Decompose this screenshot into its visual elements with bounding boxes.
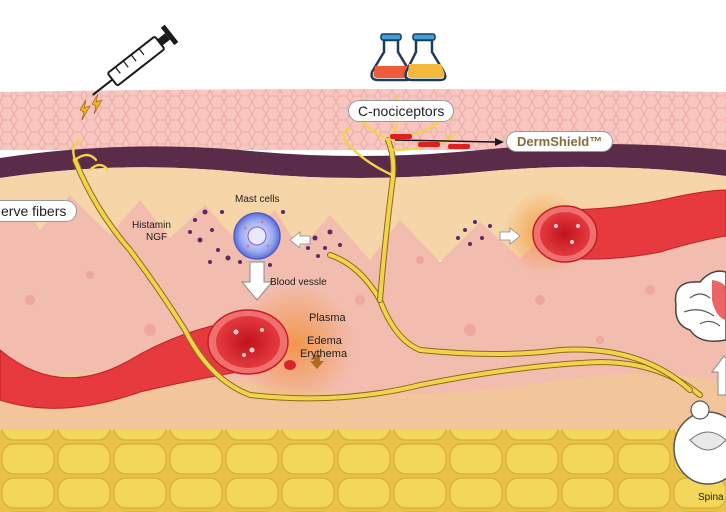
arrows: [240, 227, 726, 396]
arrow-up-icon: [711, 355, 726, 396]
arrow-down-icon: [240, 261, 274, 301]
dermshield-label: DermShield™: [506, 131, 614, 152]
histamin-label: Histamin: [132, 220, 171, 231]
mast-cells-label: Mast cells: [235, 194, 280, 205]
mast-cell: [188, 209, 342, 267]
nerve-fibers-label: erve fibers: [0, 200, 78, 222]
spinal-cord-icon: [673, 400, 726, 485]
ngf-label: NGF: [146, 232, 168, 243]
released-granules: [456, 220, 492, 246]
spinal-cord-label: Spina: [698, 492, 724, 503]
fat-cells: [0, 430, 726, 512]
dermshield-block: [390, 134, 504, 149]
arrow-right-icon: [499, 227, 521, 245]
blood-vessel-left: [0, 285, 355, 409]
lightning-icon: [79, 93, 103, 121]
blood-vessel-right: [503, 189, 726, 274]
nerve-fibers: [72, 137, 703, 402]
small-arrow-down-icon: [310, 355, 324, 369]
basal-layer: [0, 144, 726, 178]
deep-dermis: [0, 371, 726, 440]
dermis-dots: [25, 256, 655, 344]
plasma-label: Plasma: [309, 312, 346, 324]
blood-vessle-label: Blood vessle: [270, 277, 327, 288]
vessel-lumen: [216, 316, 280, 368]
syringe-icon: [92, 24, 179, 96]
edema-label: Edema: [307, 335, 342, 347]
erythema-label: Erythema: [300, 348, 348, 360]
brain-icon: [674, 270, 726, 342]
c-nociceptors-label: C-nociceptors: [348, 100, 455, 122]
flasks-icon: [370, 33, 447, 82]
arrow-left-icon: [289, 231, 311, 249]
